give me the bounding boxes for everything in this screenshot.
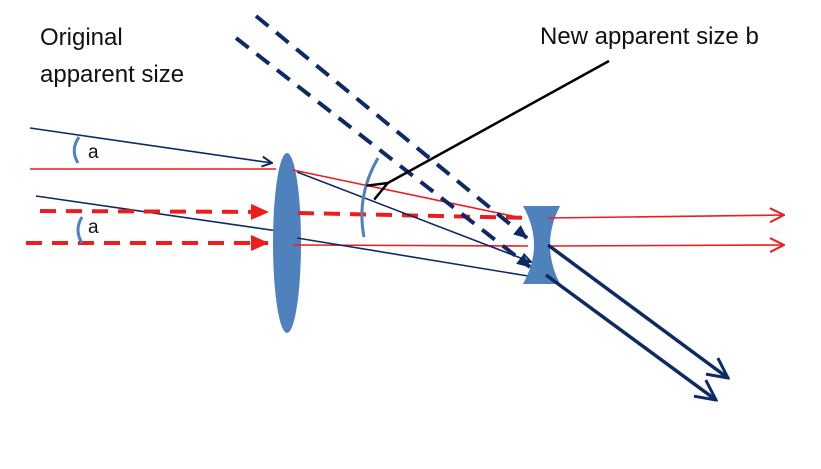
label-original-line2: apparent size	[40, 61, 185, 88]
pointer-arrow	[386, 59, 610, 184]
incoming-ray-navy-upper	[29, 127, 272, 163]
converging-lens	[273, 153, 301, 333]
incoming-ray-navy-lower	[35, 195, 286, 233]
mid-ray-red-lower	[292, 244, 529, 247]
outgoing-ray-red-upper	[547, 215, 784, 218]
label-angle-a-lower: a	[88, 217, 99, 238]
virtual-ray-dashed-upper	[254, 14, 529, 240]
incoming-ray-red-dashed-upper	[39, 203, 269, 220]
outgoing-ray-red-lower	[547, 245, 784, 246]
label-new-apparent-size: New apparent size b	[540, 23, 759, 50]
virtual-ray-dashed-lower	[234, 36, 532, 269]
label-original-line1: Original	[40, 24, 123, 51]
angle-arc-lower	[76, 216, 84, 244]
label-angle-a-upper: a	[88, 142, 99, 163]
angle-arc-new	[360, 157, 380, 238]
angle-arc-upper	[72, 136, 81, 164]
diverging-lens	[523, 206, 560, 284]
outgoing-ray-navy-lower	[544, 273, 716, 400]
mid-ray-navy-upper	[296, 171, 531, 262]
mid-ray-navy-lower	[296, 237, 529, 277]
mid-ray-red-upper	[292, 169, 523, 219]
outgoing-ray-navy-upper	[546, 243, 728, 378]
mid-ray-red-dashed	[297, 211, 533, 220]
